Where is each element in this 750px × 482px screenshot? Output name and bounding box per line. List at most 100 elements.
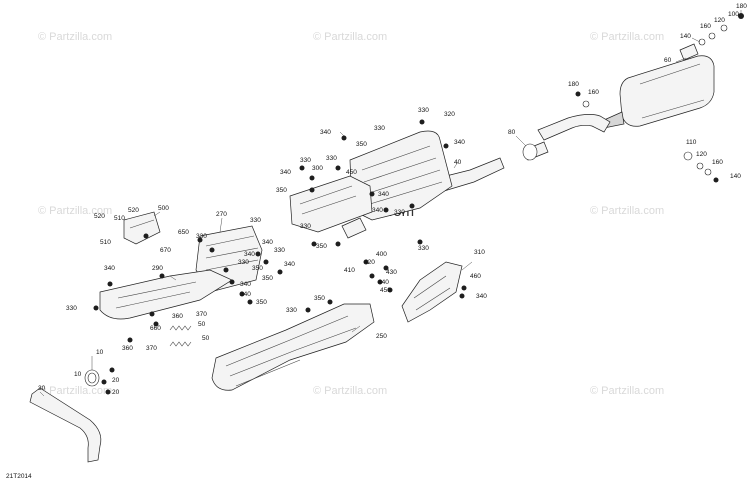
callout: 430 bbox=[386, 269, 397, 276]
callout-labels: 180 100 120 160 140 60 180 160 80 110 12… bbox=[38, 3, 747, 396]
callout: 360 bbox=[122, 345, 133, 352]
callout: 330 bbox=[418, 245, 429, 252]
spring-50 bbox=[169, 325, 192, 347]
callout: 60 bbox=[664, 57, 672, 64]
callout: 340 bbox=[284, 261, 295, 268]
callout: 290 bbox=[152, 265, 163, 272]
watermark: © Partzilla.com bbox=[590, 205, 664, 217]
hardware bbox=[93, 13, 744, 395]
callout: 20 bbox=[112, 389, 120, 396]
callout: 340 bbox=[320, 129, 331, 136]
watermark: © Partzilla.com bbox=[38, 205, 112, 217]
callout: 370 bbox=[196, 311, 207, 318]
callout: 350 bbox=[276, 187, 287, 194]
muffler-60 bbox=[603, 43, 715, 129]
callout: 340 bbox=[262, 239, 273, 246]
callout: 340 bbox=[378, 191, 389, 198]
callout: 180 bbox=[736, 3, 747, 10]
watermark: © Partzilla.com bbox=[313, 385, 387, 397]
callout: 440 bbox=[378, 279, 389, 286]
callout: 330 bbox=[196, 233, 207, 240]
callout: 330 bbox=[418, 107, 429, 114]
bracket-500 bbox=[123, 211, 161, 245]
callout: 370 bbox=[146, 345, 157, 352]
callout: 330 bbox=[250, 217, 261, 224]
callout: 50 bbox=[202, 335, 210, 342]
callout: 100 bbox=[728, 11, 739, 18]
callout: 350 bbox=[356, 141, 367, 148]
callout: 450 bbox=[380, 287, 391, 294]
callout: 250 bbox=[376, 333, 387, 340]
watermark: © Partzilla.com bbox=[590, 31, 664, 43]
callout: 460 bbox=[470, 273, 481, 280]
callout: 330 bbox=[326, 155, 337, 162]
heat-shield-310 bbox=[401, 261, 463, 323]
callout: 450 bbox=[346, 169, 357, 176]
watermark: © Partzilla.com bbox=[313, 31, 387, 43]
callout: 410 bbox=[344, 267, 355, 274]
callout: 40 bbox=[454, 159, 462, 166]
callout: 510 bbox=[100, 239, 111, 246]
watermark: © Partzilla.com bbox=[590, 385, 664, 397]
heat-shield-290 bbox=[99, 269, 233, 320]
callout: 660 bbox=[150, 325, 161, 332]
callout: 420 bbox=[364, 259, 375, 266]
heat-shield-250 bbox=[211, 303, 375, 391]
watermarks: © Partzilla.com © Partzilla.com © Partzi… bbox=[38, 31, 664, 397]
callout: 340 bbox=[476, 293, 487, 300]
callout: 340 bbox=[240, 281, 251, 288]
callout: 330 bbox=[300, 157, 311, 164]
callout: 330 bbox=[300, 223, 311, 230]
diagram-code: 21T2014 bbox=[6, 473, 32, 480]
callout: 400 bbox=[376, 251, 387, 258]
callout: 500 bbox=[158, 205, 169, 212]
callout: 110 bbox=[686, 139, 697, 146]
callout: 30 bbox=[38, 385, 46, 392]
callout: 160 bbox=[712, 159, 723, 166]
callout: 360 bbox=[172, 313, 183, 320]
callout: 340 bbox=[244, 251, 255, 258]
callout: 330 bbox=[286, 307, 297, 314]
callout: 350 bbox=[262, 275, 273, 282]
clamp-80 bbox=[522, 143, 538, 161]
leader-lines bbox=[39, 10, 742, 397]
callout: 80 bbox=[508, 129, 516, 136]
callout: 120 bbox=[714, 17, 725, 24]
callout: 160 bbox=[588, 89, 599, 96]
callout: 300 bbox=[312, 165, 323, 172]
callout: 330 bbox=[274, 247, 285, 254]
callout: 520 bbox=[128, 207, 139, 214]
callout: 140 bbox=[730, 173, 741, 180]
callout: 330 bbox=[374, 125, 385, 132]
callout: 350 bbox=[314, 295, 325, 302]
callout: 120 bbox=[696, 151, 707, 158]
headpipe-30 bbox=[29, 387, 102, 463]
heat-shield-upper bbox=[349, 130, 453, 221]
callout: 310 bbox=[474, 249, 485, 256]
callout: 320 bbox=[444, 111, 455, 118]
callout: 350 bbox=[252, 265, 263, 272]
callout: 180 bbox=[568, 81, 579, 88]
callout: 340 bbox=[372, 207, 383, 214]
callout: 20 bbox=[112, 377, 120, 384]
watermark: © Partzilla.com bbox=[38, 31, 112, 43]
callout: 520 bbox=[94, 213, 105, 220]
callout: 140 bbox=[680, 33, 691, 40]
callout: 670 bbox=[160, 247, 171, 254]
callout: 510 bbox=[114, 215, 125, 222]
callout: 50 bbox=[198, 321, 206, 328]
callout: 340 bbox=[104, 265, 115, 272]
callout: 340 bbox=[240, 291, 251, 298]
watermark: © Partzilla.com bbox=[38, 385, 112, 397]
gasket-10 bbox=[84, 369, 100, 387]
callout: 10 bbox=[96, 349, 104, 356]
callout: 160 bbox=[700, 23, 711, 30]
callout: 330 bbox=[66, 305, 77, 312]
callout: 340 bbox=[280, 169, 291, 176]
callout: 350 bbox=[316, 243, 327, 250]
callout: 270 bbox=[216, 211, 227, 218]
callout: 10 bbox=[74, 371, 82, 378]
callout: 650 bbox=[178, 229, 189, 236]
callout: 350 bbox=[256, 299, 267, 306]
